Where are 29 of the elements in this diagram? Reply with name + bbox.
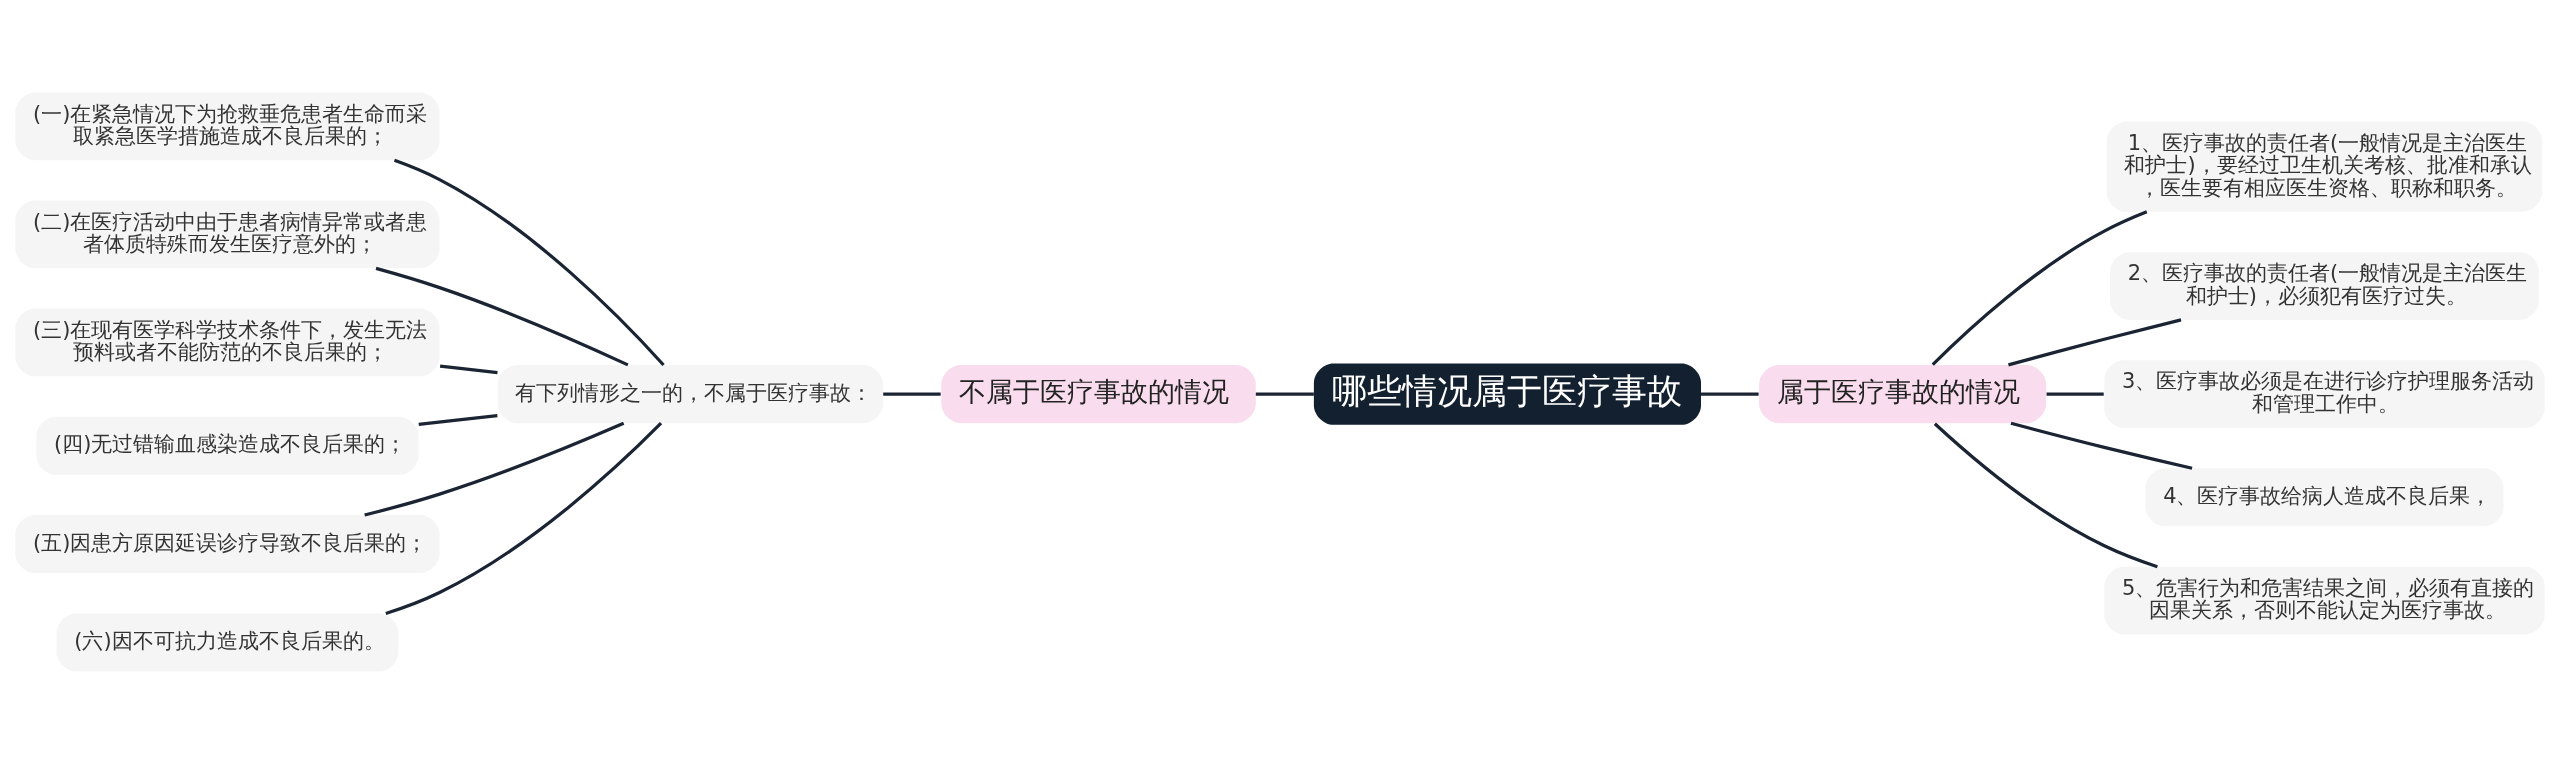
- connector: [385, 421, 663, 615]
- connector: [2008, 317, 2182, 366]
- connector: [1933, 422, 2158, 568]
- node-box: 5、危害行为和危害结果之间，必须有直接的因果关系，否则不能认定为医疗事故。: [2104, 566, 2545, 634]
- connector: [2010, 421, 2193, 470]
- node-box: (四)无过错输血感染造成不良后果的；: [36, 416, 419, 475]
- node-box: 属于医疗事故的情况: [1759, 364, 2047, 423]
- node-box: 2、医疗事故的责任者(一般情况是主治医生和护士)，必须犯有医疗过失。: [2109, 251, 2539, 320]
- connector: [1931, 209, 2148, 366]
- node-box: 有下列情形之一的，不属于医疗事故：: [497, 364, 884, 423]
- node-box: (一)在紧急情况下为抢救垂危患者生命而采取紧急医学措施造成不良后果的；: [15, 91, 440, 160]
- node-box: 哪些情况属于医疗事故: [1313, 362, 1701, 425]
- connector: [364, 421, 625, 517]
- node-box: (五)因患方原因延误诊疗导致不良后果的；: [15, 514, 440, 573]
- node-box: (二)在医疗活动中由于患者病情异常或者患者体质特殊而发生医疗意外的；: [15, 200, 440, 268]
- node-box: (六)因不可抗力造成不良后果的。: [56, 613, 399, 672]
- node-box: 不属于医疗事故的情况: [941, 364, 1256, 423]
- connector: [375, 266, 629, 366]
- node-box: (三)在现有医学科学技术条件下，发生无法预料或者不能防范的不良后果的；: [15, 308, 440, 376]
- connector: [1701, 392, 1759, 396]
- connector: [418, 413, 498, 426]
- connector: [883, 392, 941, 396]
- connector: [1255, 392, 1314, 396]
- connector: [2046, 392, 2104, 396]
- connector: [393, 158, 665, 366]
- node-box: 4、医疗事故给病人造成不良后果，: [2145, 467, 2504, 526]
- connector: [439, 364, 498, 374]
- node-box: 3、医疗事故必须是在进行诊疗护理服务活动和管理工作中。: [2104, 359, 2545, 428]
- node-box: 1、医疗事故的责任者(一般情况是主治医生和护士)，要经过卫生机关考核、批准和承认，医生要有相应医生资格、职称和职务。: [2106, 121, 2543, 212]
